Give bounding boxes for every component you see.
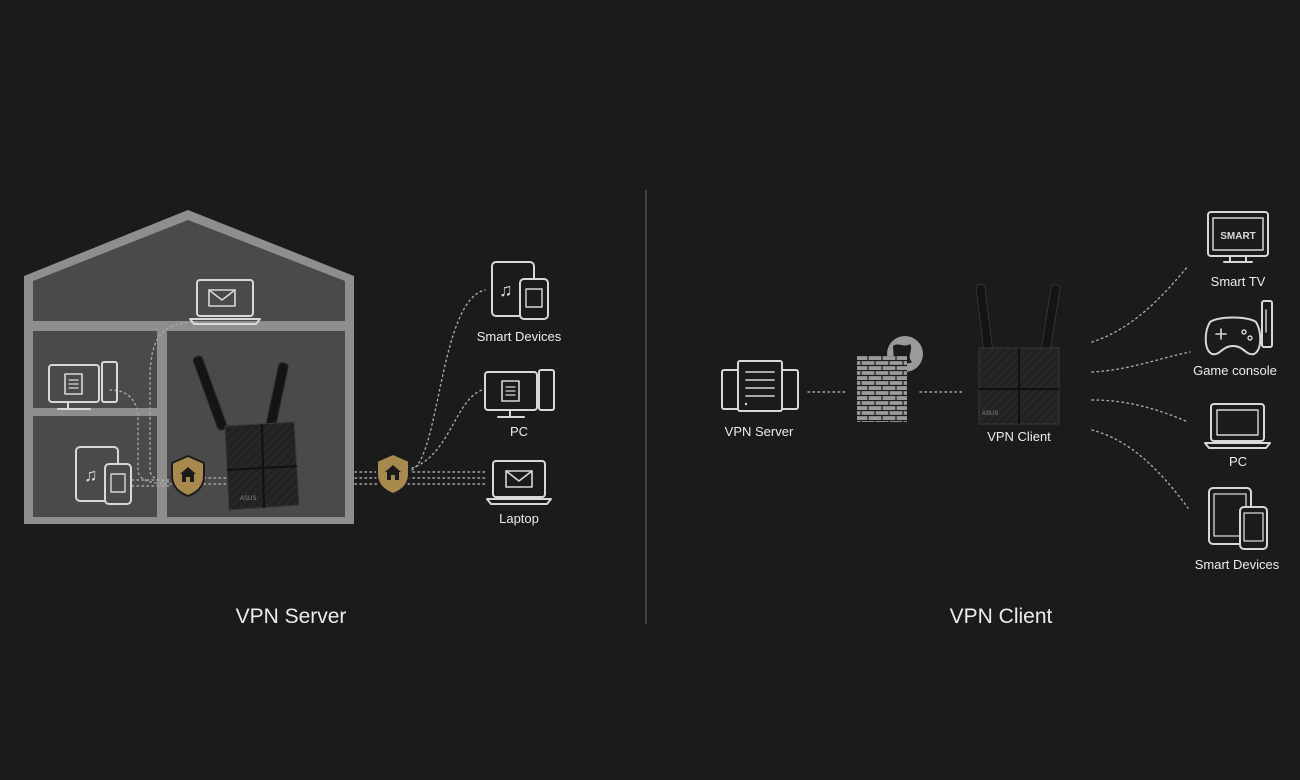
client-device-label-smart-devices: Smart Devices <box>1195 557 1280 572</box>
client-device-label-game-console: Game console <box>1193 363 1277 378</box>
vpn-client-title: VPN Client <box>950 605 1053 628</box>
client-laptop-icon <box>1204 403 1271 449</box>
server-pc-icon <box>484 369 555 418</box>
link-laptop-router <box>149 321 198 483</box>
svg-text:♫: ♫ <box>84 465 98 485</box>
client-router-brand: ASUS <box>982 411 998 417</box>
shield-home-icon <box>171 454 205 498</box>
server-router-brand: ASUS <box>240 496 256 502</box>
link-to-smart-devices <box>1091 429 1189 509</box>
link-to-pc <box>1091 399 1189 423</box>
client-tablet-phone-icon <box>1208 487 1268 550</box>
vpn-client-section: VPN Server ASUS VPN Client SMART <box>721 211 1280 628</box>
vpn-server-title: VPN Server <box>236 605 347 628</box>
server-device-label-laptop: Laptop <box>499 511 539 526</box>
svg-text:♫: ♫ <box>499 280 513 300</box>
smart-tv-icon: SMART <box>1207 211 1269 263</box>
client-router: ASUS <box>975 283 1061 425</box>
house-pc-icon <box>48 361 118 410</box>
client-device-label-pc: PC <box>1229 454 1247 469</box>
client-vpn-server-label: VPN Server <box>725 424 794 439</box>
link-to-pc <box>411 389 483 469</box>
game-console-icon <box>1204 300 1273 356</box>
client-vpn-client-label: VPN Client <box>987 429 1051 444</box>
shield-home-icon <box>376 452 410 496</box>
smart-tv-screen-text: SMART <box>1220 231 1256 242</box>
firewall-globe-icon <box>857 336 923 422</box>
server-laptop-mail-icon <box>486 460 552 505</box>
link-pc-router <box>109 389 173 485</box>
server-router: ASUS <box>192 355 300 511</box>
server-device-label-smart-devices: Smart Devices <box>477 329 562 344</box>
link-to-smart-tv <box>1091 265 1189 343</box>
house-laptop-mail-icon <box>189 279 261 325</box>
house-tablet-phone-icon: ♫ <box>75 446 132 505</box>
client-device-label-smart-tv: Smart TV <box>1211 274 1266 289</box>
smart-devices-icon: ♫ <box>491 261 549 320</box>
server-rack-icon <box>721 360 799 412</box>
vpn-server-section: ♫ ASUS <box>24 210 562 628</box>
server-device-label-pc: PC <box>510 424 528 439</box>
link-to-smart-devices <box>411 289 486 471</box>
link-to-game-console <box>1091 351 1191 373</box>
